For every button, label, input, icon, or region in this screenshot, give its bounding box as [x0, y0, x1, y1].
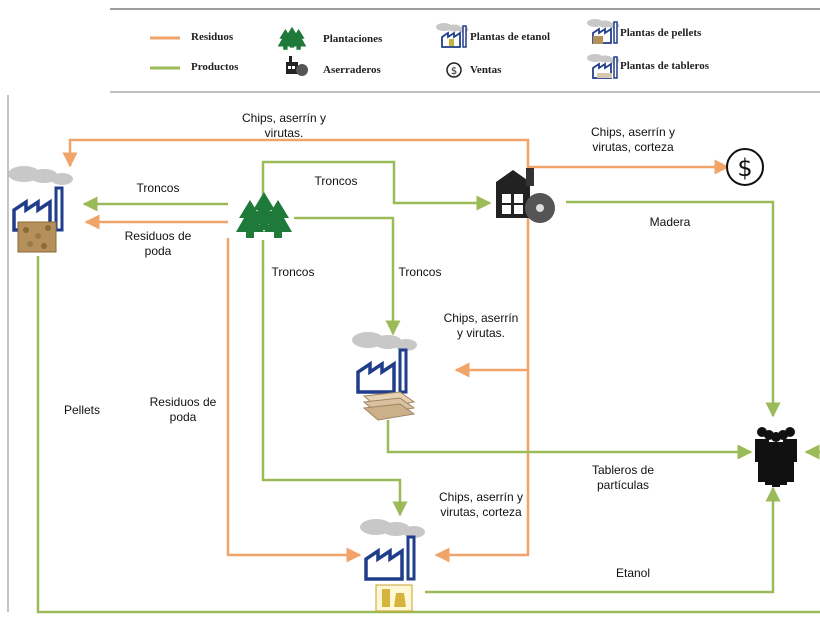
- label-chips-corteza-bottom: Chips, aserrín y virutas, corteza: [438, 490, 524, 519]
- legend-residuos-label: Residuos: [191, 31, 234, 43]
- plantation-icon: [236, 192, 292, 238]
- legend-pellet-plant-icon: [587, 19, 620, 44]
- label-troncos-mid: Troncos: [398, 265, 442, 279]
- flow-madera-to-consumers: [566, 200, 781, 418]
- label-troncos-left: Troncos: [136, 181, 180, 195]
- legend-ventas-label: Ventas: [470, 64, 502, 76]
- flow-chips-to-ethanol: [434, 370, 530, 563]
- svg-text:$: $: [737, 154, 752, 182]
- legend-sales-icon: $: [446, 62, 462, 78]
- legend-board-plant-icon: [587, 54, 620, 79]
- flow-troncos-to-boards: [294, 216, 401, 336]
- ethanol-plant-icon: [360, 519, 425, 612]
- label-residuos-poda-left: Residuos de poda: [124, 229, 192, 258]
- legend-etanol-label: Plantas de etanol: [470, 31, 551, 43]
- legend-productos-label: Productos: [191, 61, 239, 73]
- legend-plantaciones-label: Plantaciones: [323, 33, 383, 45]
- board-plant-icon: [352, 332, 417, 421]
- flow-troncos-to-ethanol: [261, 240, 408, 517]
- label-chips-corteza-right: Chips, aserrín y virutas, corteza: [590, 125, 676, 154]
- flow-etanol-to-consumers: [425, 486, 781, 594]
- label-etanol: Etanol: [615, 566, 651, 580]
- flow-tableros-to-consumers: [386, 420, 753, 460]
- legend-plantation-icon: [277, 26, 307, 50]
- label-chips-mid: Chips, aserrín y virutas.: [443, 311, 519, 340]
- pellet-plant-icon: [8, 166, 73, 253]
- consumers-icon: [755, 427, 797, 487]
- label-madera: Madera: [649, 215, 691, 229]
- label-tableros: Tableros de partículas: [591, 463, 655, 492]
- flow-chips-to-boards: [454, 250, 530, 378]
- legend-pellets-label: Plantas de pellets: [620, 27, 702, 39]
- label-troncos-top: Troncos: [314, 174, 358, 188]
- label-pellets: Pellets: [63, 403, 101, 417]
- flow-troncos-to-sawmill: [261, 160, 492, 211]
- svg-text:$: $: [451, 66, 457, 77]
- flow-pellets-to-consumers: [36, 256, 820, 614]
- sawmill-icon: [496, 168, 555, 223]
- flow-poda-to-ethanol: [226, 238, 362, 563]
- sales-icon: $: [726, 148, 764, 186]
- legend-sawmill-icon: [286, 56, 308, 76]
- legend-ethanol-icon: [436, 23, 469, 48]
- legend-aserraderos-label: Aserraderos: [323, 64, 381, 76]
- label-residuos-poda-mid: Residuos de poda: [149, 395, 217, 424]
- legend-tableros-label: Plantas de tableros: [620, 60, 710, 72]
- label-troncos-down: Troncos: [271, 265, 315, 279]
- label-chips-top: Chips, aserrín y virutas.: [241, 111, 327, 140]
